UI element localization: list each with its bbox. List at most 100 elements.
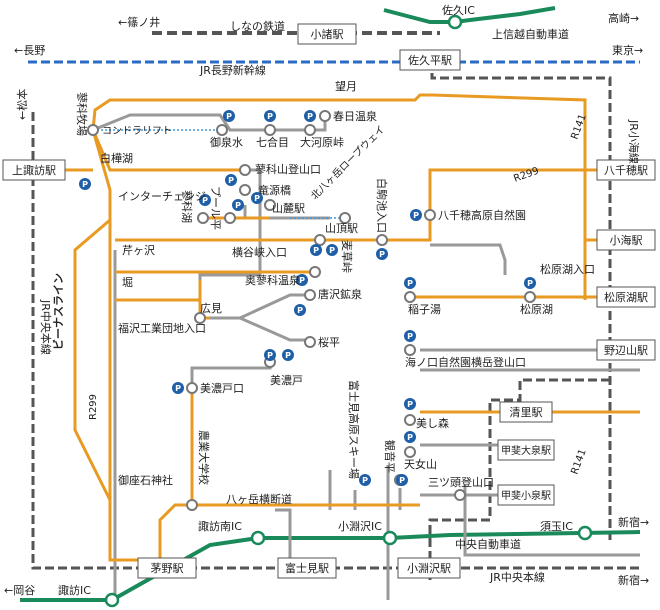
parking-icon[interactable]: P xyxy=(225,174,237,186)
station-kamisuwa[interactable]: 上諏訪駅 xyxy=(2,159,66,181)
station-kaikoizumi[interactable]: 甲斐小泉駅 xyxy=(497,484,555,506)
label-sanroku: 山麓駅 xyxy=(272,202,305,215)
place-labels: 蓼科牧場 白樺湖 望月 春日温泉 御泉水 七合目 大河原峠 蓼科山登山口 竜源橋… xyxy=(75,80,595,489)
ic-saku-label: 佐久IC xyxy=(442,3,475,17)
svg-text:P: P xyxy=(297,306,303,315)
svg-text:P: P xyxy=(362,476,368,485)
label-minoto: 美濃戸 xyxy=(270,373,303,387)
label-nanagome: 七合目 xyxy=(256,135,289,149)
station-koumi-label: 小海駅 xyxy=(610,233,643,247)
label-tateshinayama: 蓼科山登山口 xyxy=(255,162,321,176)
station-sakudaira[interactable]: 佐久平駅 xyxy=(399,49,461,71)
parking-markers: P P P P P P P P P P P P P P P P P P P P … xyxy=(79,110,536,486)
station-yachiho[interactable]: 八千穂駅 xyxy=(596,159,656,181)
label-nozomitsuki: 望月 xyxy=(335,80,357,93)
station-kamisuwa-label: 上諏訪駅 xyxy=(12,163,56,177)
station-nobeyama[interactable]: 野辺山駅 xyxy=(596,339,656,361)
label-r299-b: R299 xyxy=(512,166,540,185)
label-kannondaira: 観音平 xyxy=(383,440,397,473)
parking-icon[interactable]: P xyxy=(296,274,308,286)
dot-tateshinako xyxy=(197,212,209,224)
parking-icon[interactable]: P xyxy=(294,304,306,316)
svg-text:P: P xyxy=(379,250,385,259)
label-minotoguchi: 美濃戸口 xyxy=(200,381,244,395)
svg-text:P: P xyxy=(329,246,335,255)
svg-text:P: P xyxy=(527,279,533,288)
svg-text:P: P xyxy=(254,194,260,203)
station-kaiooizumi[interactable]: 甲斐大泉駅 xyxy=(497,439,555,461)
station-matsubarako[interactable]: 松原湖駅 xyxy=(596,286,656,308)
label-shirakoma: 白駒池入口 xyxy=(375,178,389,233)
label-seriga-sawa: 芹ヶ沢 xyxy=(122,243,155,257)
dot-okawaragamine xyxy=(304,124,316,136)
station-kobuchizawa[interactable]: 小淵沢駅 xyxy=(397,557,461,579)
ic-sudama-label: 須玉IC xyxy=(540,520,573,533)
station-komoro-label: 小諸駅 xyxy=(311,27,344,41)
ic-saku-marker[interactable] xyxy=(447,14,463,30)
parking-icon[interactable]: P xyxy=(264,110,276,122)
parking-icon[interactable]: P xyxy=(326,244,338,256)
station-kiyosato[interactable]: 清里駅 xyxy=(499,401,553,423)
station-koumi[interactable]: 小海駅 xyxy=(596,229,656,251)
label-chuo-line-h: JR中央本線 xyxy=(489,570,545,584)
parking-icon[interactable]: P xyxy=(396,474,408,486)
svg-text:P: P xyxy=(82,180,88,189)
station-fujimi-label: 富士見駅 xyxy=(285,561,329,575)
ic-suwa-marker[interactable] xyxy=(104,592,120,608)
label-okawaragamine: 大河原峠 xyxy=(300,135,344,149)
parking-icon[interactable]: P xyxy=(404,398,416,410)
svg-text:P: P xyxy=(202,196,208,205)
svg-text:P: P xyxy=(307,112,313,121)
parking-icon[interactable]: P xyxy=(232,199,244,211)
dot-mitsuto xyxy=(454,489,466,501)
dot-tenjoyama xyxy=(404,446,416,458)
dir-matsumoto: ←松本 xyxy=(15,89,29,120)
parking-icon[interactable]: P xyxy=(223,110,235,122)
label-sancho: 山頂駅 xyxy=(325,222,358,235)
station-chino[interactable]: 茅野駅 xyxy=(137,557,197,579)
ic-suwaminami-marker[interactable] xyxy=(250,530,266,546)
joshinetsu-expressway xyxy=(383,6,556,24)
parking-icon[interactable]: P xyxy=(404,431,416,443)
place-dots xyxy=(87,110,536,511)
parking-icon[interactable]: P xyxy=(310,244,322,256)
label-pool-daira: プール平 xyxy=(209,186,222,230)
dot-sanroku xyxy=(264,199,276,211)
label-shirakabako: 白樺湖 xyxy=(100,151,133,165)
station-chino-label: 茅野駅 xyxy=(151,562,184,575)
label-fujimi-kogen: 富士見高原スキー場 xyxy=(347,380,361,479)
ic-suwaminami-label: 諏訪南IC xyxy=(198,519,242,533)
dir-shinjuku-rail: 新宿→ xyxy=(618,573,649,587)
parking-icon[interactable]: P xyxy=(410,209,422,221)
parking-icon[interactable]: P xyxy=(524,277,536,289)
ic-kobuchizawa-marker[interactable] xyxy=(382,530,398,546)
svg-text:P: P xyxy=(407,279,413,288)
dot-karasawa xyxy=(304,289,316,301)
label-interchange: インターチェンジ xyxy=(118,190,206,203)
parking-icon[interactable]: P xyxy=(304,110,316,122)
station-matsubarako-label: 松原湖駅 xyxy=(604,290,648,304)
dot-umi-no-kuchi xyxy=(404,344,416,356)
label-ryugenbashi: 竜源橋 xyxy=(258,183,291,197)
parking-icon[interactable]: P xyxy=(376,248,388,260)
parking-icon[interactable]: P xyxy=(282,349,294,361)
station-komoro[interactable]: 小諸駅 xyxy=(297,23,357,45)
parking-icon[interactable]: P xyxy=(404,330,416,342)
station-fujimi[interactable]: 富士見駅 xyxy=(277,557,337,579)
parking-icon[interactable]: P xyxy=(172,382,184,394)
parking-icon[interactable]: P xyxy=(199,194,211,206)
parking-icon[interactable]: P xyxy=(79,178,91,190)
dot-kasuga-onsen xyxy=(319,110,331,122)
label-gozaishi: 御座石神社 xyxy=(118,473,173,487)
label-inagoyu: 稲子湯 xyxy=(408,303,441,316)
parking-icon[interactable]: P xyxy=(404,277,416,289)
label-matsubarako: 松原湖 xyxy=(520,302,553,316)
parking-icon[interactable]: P xyxy=(264,349,276,361)
parking-icon[interactable]: P xyxy=(359,474,371,486)
dot-ryugenbashi xyxy=(239,184,251,196)
parking-icon[interactable]: P xyxy=(251,192,263,204)
label-koumi-line: JR小海線 xyxy=(627,119,641,164)
ic-sudama-marker[interactable] xyxy=(577,525,593,541)
